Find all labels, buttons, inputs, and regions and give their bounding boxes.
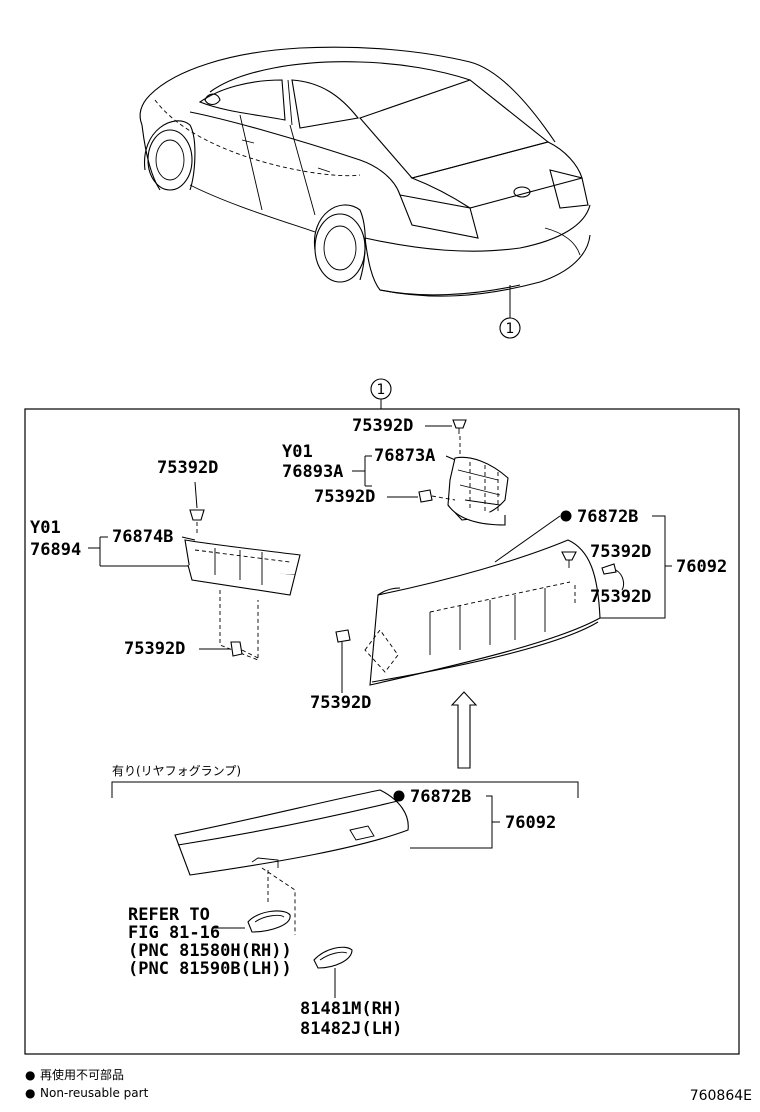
fog-lamp-note: 有り(リヤフォグランプ)	[112, 764, 241, 778]
garnish-main-group: 76872B 76092	[364, 507, 727, 686]
clip-mid-right: 75392D	[314, 487, 456, 507]
clip-bottom: 75392D	[310, 629, 371, 713]
label-lamp-lh: 81482J(LH)	[300, 1019, 402, 1039]
fog-lamp-group: REFER TO FIG 81-16 (PNC 81580H(RH)) (PNC…	[128, 905, 402, 1039]
label-75392D-bottom: 75392D	[310, 693, 371, 713]
label-76894: 76894	[30, 540, 81, 560]
label-75392D-left-bottom: 75392D	[124, 639, 185, 659]
car-callout: 1	[499, 285, 521, 339]
legend-text-jp: 再使用不可部品	[40, 1067, 124, 1082]
legend-bullet-en: ●	[25, 1086, 35, 1100]
label-75392D-left-top: 75392D	[157, 458, 218, 478]
label-y01-left: Y01	[30, 518, 61, 538]
label-76092-main: 76092	[676, 557, 727, 577]
clip-left-bottom: 75392D	[124, 639, 259, 659]
diagram-number: 760864E	[690, 1088, 752, 1104]
legend-text-en: Non-reusable part	[40, 1086, 149, 1100]
label-refer-rh: (PNC 81580H(RH))	[128, 941, 292, 961]
assembly-frame	[24, 408, 740, 1055]
legend-bullet-jp: ●	[25, 1068, 35, 1082]
legend: ● 再使用不可部品 ● Non-reusable part	[25, 1067, 149, 1100]
label-y01-right: Y01	[282, 442, 313, 462]
callout-number-car: 1	[506, 321, 515, 337]
label-76874B: 76874B	[112, 527, 173, 547]
label-refer-to: REFER TO	[128, 905, 210, 925]
callout-number-box: 1	[377, 382, 386, 398]
clip-top: 75392D	[352, 416, 467, 470]
non-reusable-bullet-main	[560, 510, 572, 522]
car-illustration	[139, 46, 591, 297]
label-76873A: 76873A	[374, 446, 435, 466]
label-75392D-r1: 75392D	[590, 542, 651, 562]
clip-right-1: 75392D	[561, 542, 651, 568]
label-75392D-top: 75392D	[352, 416, 413, 436]
label-76872B-fog: 76872B	[410, 787, 471, 807]
box-callout: 1	[370, 378, 392, 409]
label-76872B-main: 76872B	[577, 507, 638, 527]
label-refer-lh: (PNC 81590B(LH))	[128, 959, 292, 979]
label-refer-fig: FIG 81-16	[128, 923, 220, 943]
label-76092-fog: 76092	[505, 813, 556, 833]
label-75392D-mid: 75392D	[314, 487, 375, 507]
label-76893A: 76893A	[282, 462, 343, 482]
label-75392D-r2: 75392D	[590, 587, 651, 607]
non-reusable-bullet-fog	[393, 790, 405, 802]
label-lamp-rh: 81481M(RH)	[300, 999, 402, 1019]
bracket-right-group: Y01 76893A 76873A	[282, 442, 509, 526]
fog-variant-group: 有り(リヤフォグランプ) 76872B 76092	[111, 764, 579, 935]
variant-arrow	[450, 691, 478, 769]
bracket-left-group: 75392D Y01 76894 76874B	[30, 458, 301, 661]
clip-right-2: 75392D	[590, 563, 651, 607]
